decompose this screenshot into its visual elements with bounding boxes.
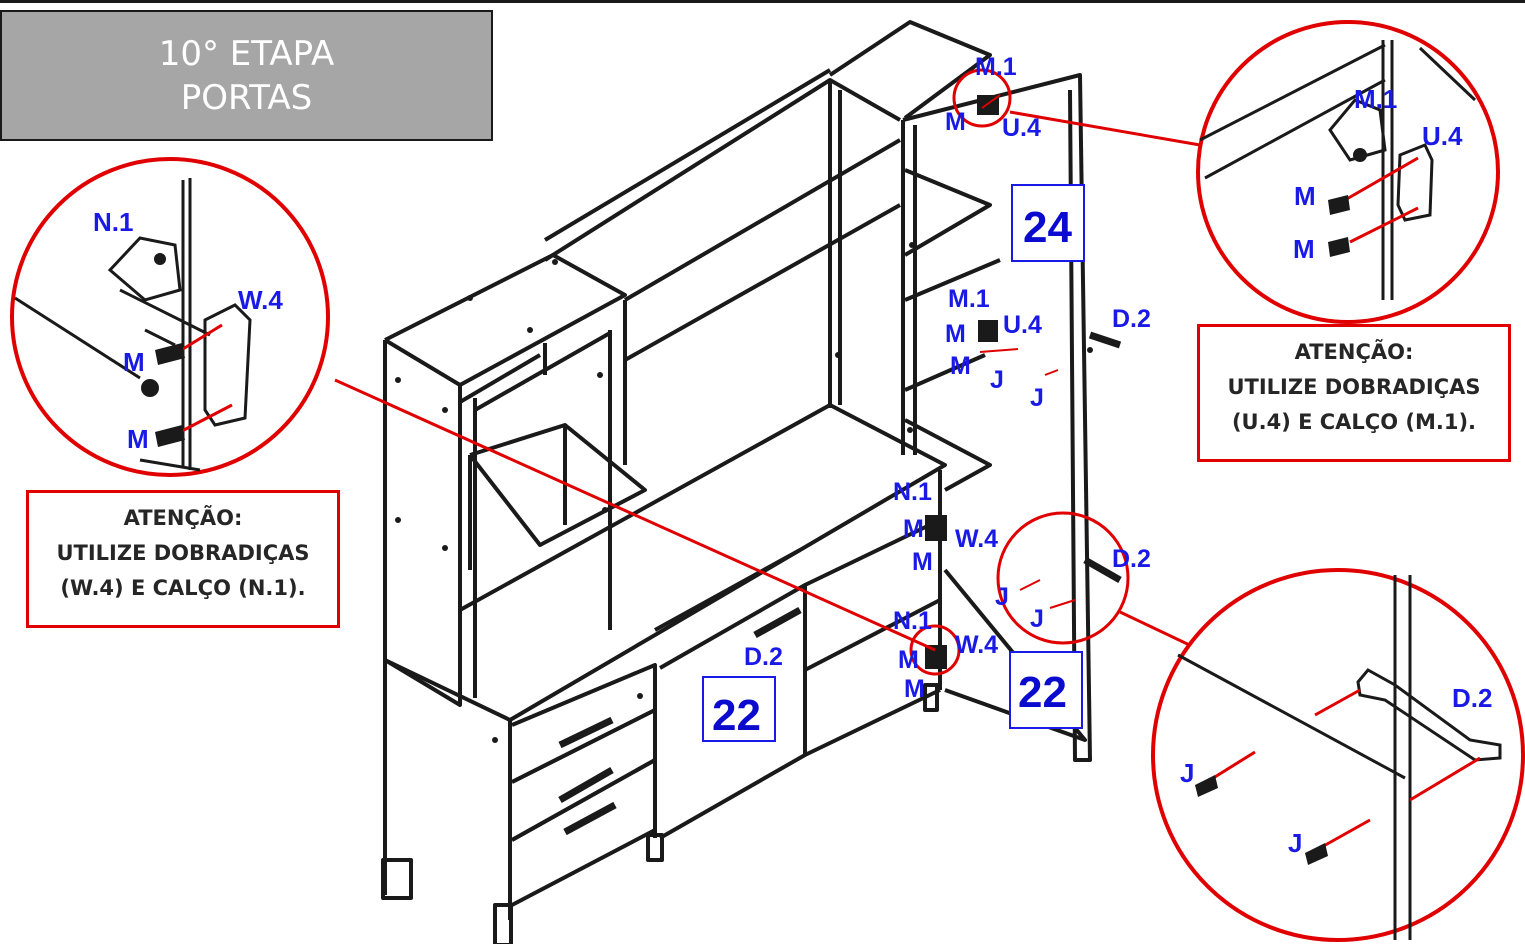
label-n1-bottom: N.1 xyxy=(893,607,932,635)
main-labels: M.1 M U.4 M.1 M U.4 M J J D.2 N.1 M W.4 … xyxy=(744,53,1151,703)
callout-lines xyxy=(334,94,1201,652)
note-right-line3: (U.4) E CALÇO (M.1). xyxy=(1231,410,1477,434)
part-number-22-door-text: 22 xyxy=(712,691,761,740)
label-j-mid-2: J xyxy=(1030,384,1044,412)
label-m-left-2: M xyxy=(127,424,149,454)
label-m-bottom-1: M xyxy=(898,646,919,674)
step-title: 10° ETAPA xyxy=(158,34,335,74)
part-number-22-panel-text: 22 xyxy=(1018,668,1067,717)
attention-note-left: ATENÇÃO: UTILIZE DOBRADIÇAS (W.4) E CALÇ… xyxy=(26,490,340,628)
label-j-detail-1: J xyxy=(1180,758,1194,788)
part-number-24-text: 24 xyxy=(1023,203,1072,252)
label-j-detail-2: J xyxy=(1288,828,1302,858)
note-right-line2: UTILIZE DOBRADIÇAS xyxy=(1227,375,1481,399)
label-m-left-1: M xyxy=(123,347,145,377)
label-m-top: M xyxy=(945,108,966,136)
note-left-line3: (W.4) E CALÇO (N.1). xyxy=(60,576,306,600)
label-u4-mid: U.4 xyxy=(1003,311,1042,339)
label-d2-upper: D.2 xyxy=(1112,305,1151,333)
label-m-mid-1: M xyxy=(945,320,966,348)
label-j-mid-1: J xyxy=(990,366,1004,394)
label-m1-right: M.1 xyxy=(1354,84,1397,114)
label-n1-left: N.1 xyxy=(93,207,133,237)
hinge-marks xyxy=(925,95,999,669)
label-w4-bottom: W.4 xyxy=(955,631,998,659)
label-m1-mid: M.1 xyxy=(948,285,990,313)
label-m-lower-1: M xyxy=(903,515,924,543)
label-d2-detail: D.2 xyxy=(1452,683,1492,713)
label-d2-lower: D.2 xyxy=(1112,545,1151,573)
detail-circle-bottom-right: D.2 J J xyxy=(1151,568,1525,942)
label-w4-left: W.4 xyxy=(238,285,283,315)
part-number-22-door: 22 xyxy=(702,676,776,742)
note-right-heading: ATENÇÃO: xyxy=(1294,340,1414,364)
label-n1-mid: N.1 xyxy=(893,478,932,506)
step-title-box: 10° ETAPA PORTAS xyxy=(0,10,493,141)
attention-note-right: ATENÇÃO: UTILIZE DOBRADIÇAS (U.4) E CALÇ… xyxy=(1197,324,1511,462)
detail-circle-left: N.1 W.4 M M xyxy=(10,157,330,477)
callout-ring-handle xyxy=(996,511,1130,645)
detail-circle-top-right: M.1 U.4 M M xyxy=(1196,20,1500,324)
screw-holes xyxy=(395,242,1093,743)
note-left-line2: UTILIZE DOBRADIÇAS xyxy=(56,541,310,565)
label-m-bottom-2: M xyxy=(904,675,925,703)
label-u4-top: U.4 xyxy=(1002,114,1041,142)
label-j-lower-1: J xyxy=(995,583,1009,611)
label-j-lower-2: J xyxy=(1030,605,1044,633)
label-u4-right: U.4 xyxy=(1422,121,1463,151)
cabinet-drawing xyxy=(381,20,1122,944)
label-m-mid-2: M xyxy=(950,352,971,380)
part-number-22-panel: 22 xyxy=(1009,651,1083,729)
callout-ring-upper xyxy=(952,68,1012,128)
label-w4-mid: W.4 xyxy=(955,525,998,553)
label-d2-left: D.2 xyxy=(744,643,783,671)
label-m-right-2: M xyxy=(1293,234,1315,264)
label-m-right-1: M xyxy=(1294,181,1316,211)
part-number-24: 24 xyxy=(1011,184,1085,262)
label-m-lower-2: M xyxy=(912,548,933,576)
label-m1-top: M.1 xyxy=(975,53,1017,81)
step-subtitle: PORTAS xyxy=(180,78,313,118)
note-left-heading: ATENÇÃO: xyxy=(123,506,243,530)
callout-ring-lower xyxy=(909,624,961,676)
